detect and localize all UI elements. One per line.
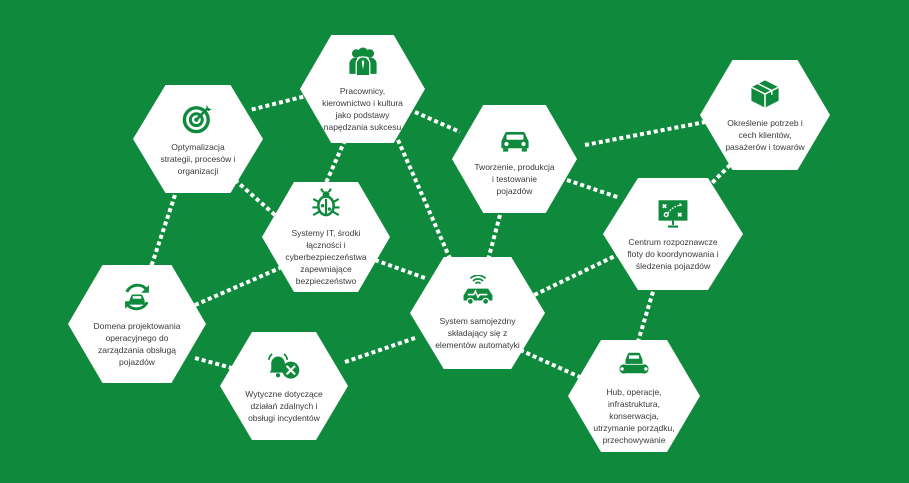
link-strategy-domain	[148, 194, 177, 271]
link-people-strategy	[249, 93, 311, 112]
link-autonomous-fleet	[527, 253, 618, 300]
link-production-autonomous	[486, 214, 502, 261]
link-people-production	[414, 110, 461, 134]
box-icon	[751, 80, 779, 108]
node-production-label: Tworzenie, produkcja i testowanie pojazd…	[474, 162, 555, 196]
node-needs: Określenie potrzeb i cech klientów, pasa…	[700, 60, 830, 170]
link-it-autonomous	[374, 258, 426, 280]
car-icon	[500, 132, 529, 152]
link-remote-autonomous	[344, 336, 416, 364]
bug-icon	[312, 188, 340, 217]
link-fleet-hub	[635, 284, 657, 346]
node-autonomous-label: System samojezdny składający się z eleme…	[435, 316, 520, 350]
connected-car-icon	[463, 275, 492, 305]
people-icon	[348, 47, 377, 77]
node-needs-label: Określenie potrzeb i cech klientów, pasa…	[725, 118, 805, 152]
node-domain-label: Domena projektowania operacyjnego do zar…	[93, 321, 181, 367]
car-wrench-icon	[619, 352, 649, 374]
target-icon	[182, 104, 212, 134]
node-it: Systemy IT, środki łączności i cyberbezp…	[262, 182, 390, 292]
link-people-autonomous	[396, 139, 457, 271]
link-strategy-it	[233, 178, 277, 217]
node-hub-label: Hub, operacje, infrastruktura, konserwac…	[593, 387, 675, 445]
bell-tools-icon	[267, 353, 300, 379]
link-production-needs	[584, 120, 706, 147]
car-cycle-icon	[125, 283, 149, 311]
node-strategy-label: Optymalizacja strategii, procesów i orga…	[160, 142, 236, 176]
link-domain-it	[194, 266, 281, 307]
strategy-board-icon	[658, 200, 688, 228]
node-people-label: Pracownicy, kierownictwo i kultura jako …	[322, 86, 403, 132]
node-it-label: Systemy IT, środki łączności i cyberbezp…	[285, 228, 367, 286]
link-domain-remote	[194, 356, 233, 370]
node-people: Pracownicy, kierownictwo i kultura jako …	[300, 35, 425, 143]
link-production-fleet	[566, 178, 621, 200]
node-strategy: Optymalizacja strategii, procesów i orga…	[133, 85, 263, 193]
node-fleet-label: Centrum rozpoznawcze floty do koordynowa…	[627, 237, 719, 271]
node-remote-label: Wytyczne dotyczące działań zdalnych i ob…	[245, 389, 323, 423]
link-people-it	[323, 139, 347, 186]
link-autonomous-hub	[519, 348, 583, 380]
